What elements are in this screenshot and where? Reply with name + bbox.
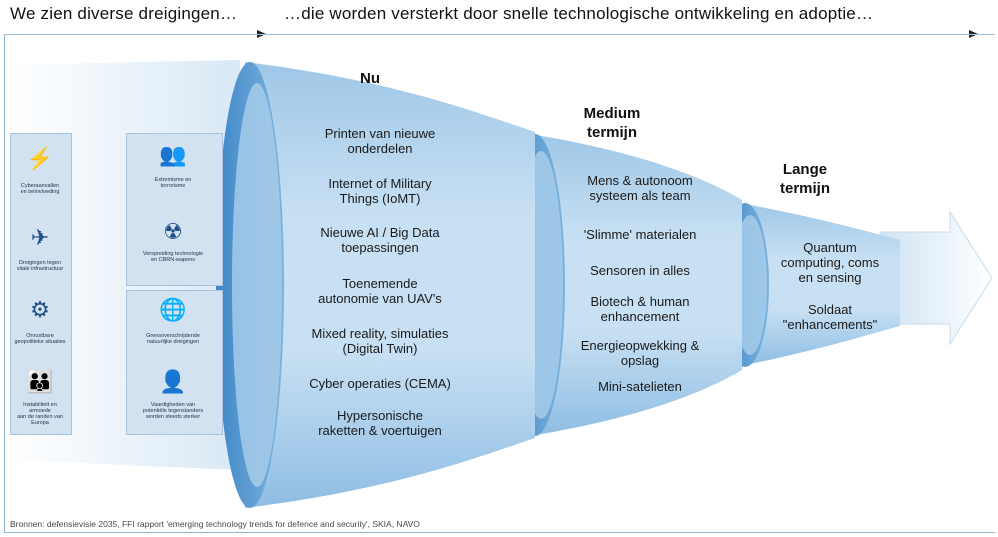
source-footnote: Bronnen: defensievisie 2035, FFI rapport… (10, 519, 420, 529)
tech-item: 'Slimme' materialen (583, 227, 697, 242)
tech-item: Soldaat"enhancements" (782, 302, 878, 332)
crowd-icon: 👪 (26, 369, 54, 394)
tech-item: Sensoren in alles (590, 263, 690, 278)
column-title-nu: Nu (360, 70, 380, 87)
content-frame (4, 34, 995, 533)
cyber-icon: ⚡ (26, 146, 54, 171)
tech-item: Energieopwekking &opslag (580, 338, 700, 368)
header-technology-text: …die worden versterkt door snelle techno… (284, 4, 874, 23)
globe-icon: 🌐 (159, 297, 187, 322)
threat-box-left (10, 133, 72, 435)
people-group-icon: 👥 (159, 142, 187, 167)
infrastructure-icon: ✈ (30, 225, 50, 250)
header-threats-text: We zien diverse dreigingen… (10, 4, 238, 23)
funnel-lange-termijn (740, 203, 900, 366)
threat-box-right-bottom (126, 290, 223, 435)
threat-box-right-top (126, 133, 223, 286)
tech-item: Mini-satelieten (598, 379, 682, 394)
funnel-medium-termijn (530, 134, 742, 436)
funnel-nu (245, 62, 535, 508)
tech-item: Cyber operaties (CEMA) (309, 376, 451, 391)
geopolitics-icon: ⚙ (30, 297, 50, 322)
network-icon: 👤 (159, 369, 187, 394)
cbrn-icon: ☢ (163, 219, 183, 244)
tech-item: Mixed reality, simulaties(Digital Twin) (311, 326, 449, 356)
